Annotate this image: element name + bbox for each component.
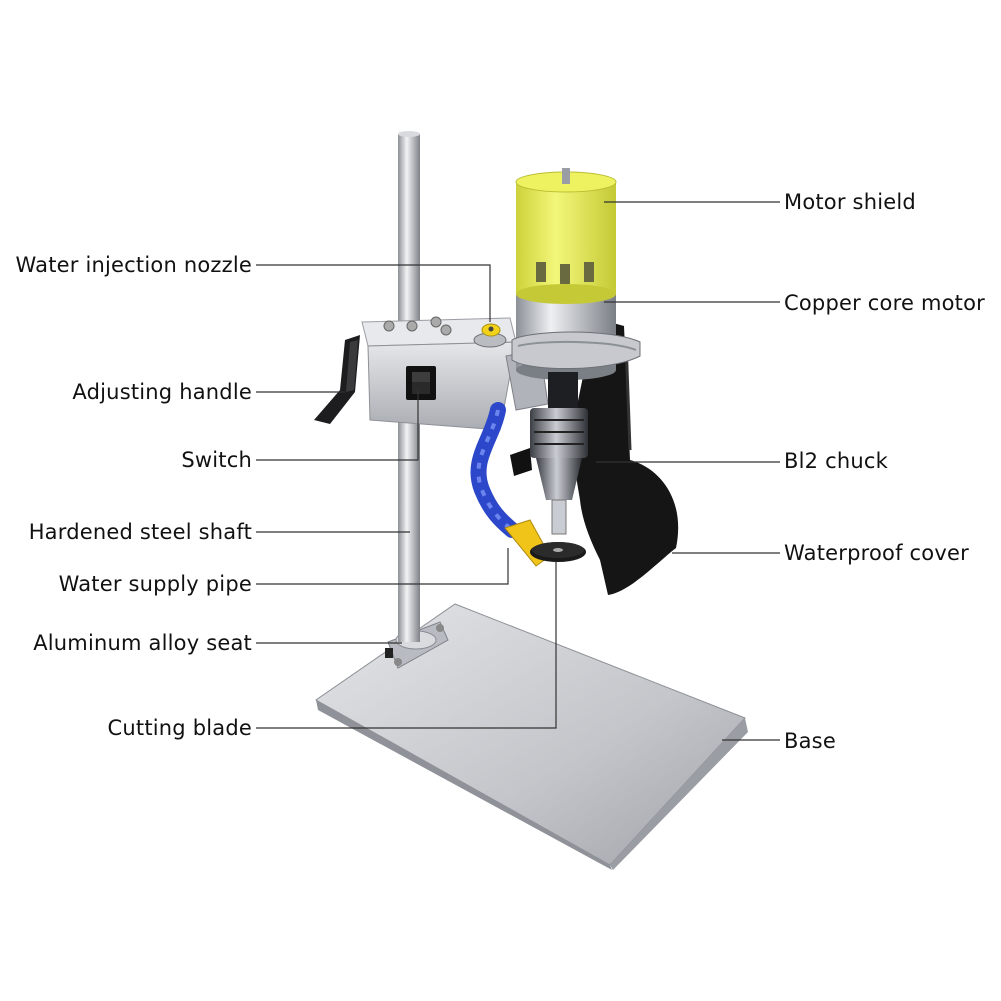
label-water-injection-nozzle: Water injection nozzle (15, 253, 252, 277)
leader-water-injection-nozzle (256, 264, 491, 322)
leader-water-supply-pipe (256, 548, 509, 585)
label-adjusting-handle: Adjusting handle (72, 380, 252, 404)
waterproof-cover (510, 318, 679, 595)
label-cutting-blade: Cutting blade (107, 716, 252, 740)
label-motor-shield: Motor shield (784, 190, 916, 214)
label-base: Base (784, 729, 836, 753)
label-bl2-chuck: Bl2 chuck (784, 449, 888, 473)
leader-cutting-blade (256, 562, 557, 729)
power-switch (406, 366, 436, 400)
label-hardened-steel-shaft: Hardened steel shaft (28, 520, 252, 544)
label-waterproof-cover: Waterproof cover (784, 541, 969, 565)
bl2-chuck (530, 372, 588, 535)
base-plate (315, 603, 748, 870)
leader-switch (256, 390, 419, 461)
cutting-blade (530, 542, 586, 562)
motor-shield (515, 168, 617, 304)
label-copper-core-motor: Copper core motor (784, 291, 985, 315)
label-water-supply-pipe: Water supply pipe (58, 572, 252, 596)
label-aluminum-alloy-seat: Aluminum alloy seat (33, 631, 252, 655)
leader-lines (256, 201, 780, 741)
label-switch: Switch (181, 448, 252, 472)
adjusting-handle (314, 335, 360, 424)
water-injection-nozzle (473, 323, 507, 348)
